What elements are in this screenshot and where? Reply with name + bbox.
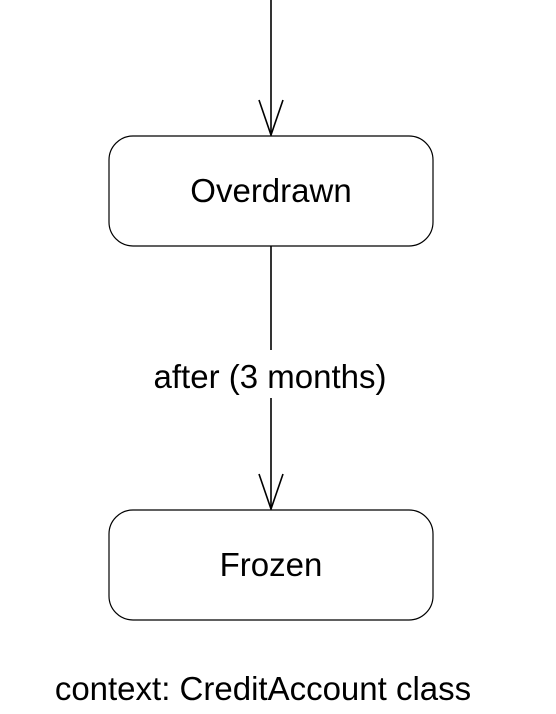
transition-incoming-arrowhead xyxy=(258,99,284,138)
transition-label-background xyxy=(136,350,406,398)
state-frozen-label: Frozen xyxy=(220,546,323,583)
state-frozen-box xyxy=(108,509,434,621)
state-frozen[interactable]: Frozen xyxy=(108,509,434,621)
state-overdrawn[interactable]: Overdrawn xyxy=(108,135,434,247)
state-overdrawn-label: Overdrawn xyxy=(190,172,351,209)
transition-overdrawn-to-frozen-label: after (3 months) xyxy=(154,358,387,395)
transition-incoming xyxy=(258,0,284,138)
transition-overdrawn-to-frozen-arrowhead xyxy=(258,473,284,512)
diagram-caption: context: CreditAccount class xyxy=(55,670,471,707)
transition-overdrawn-to-frozen[interactable]: after (3 months) xyxy=(136,246,406,512)
